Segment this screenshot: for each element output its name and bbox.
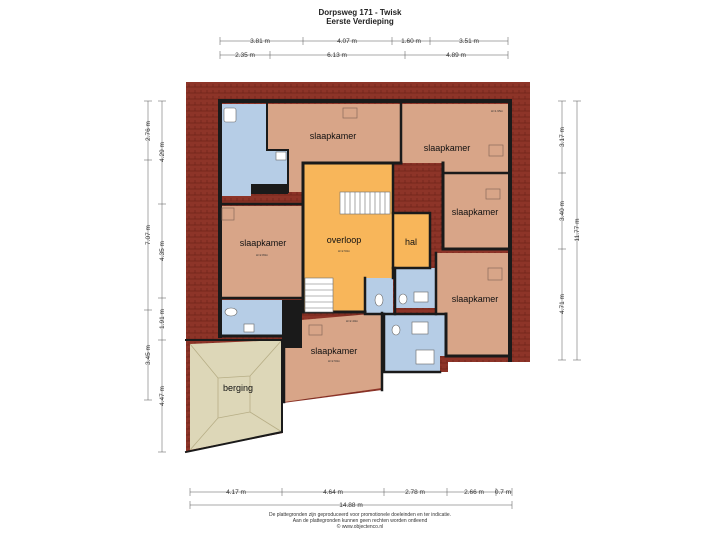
dim-left-outer-a: 2.76 m — [145, 121, 152, 141]
dim-top1-b: 4.07 m — [337, 38, 357, 45]
room-slaapkamer-left — [220, 206, 302, 298]
dim-bottom1-a: 4.17 m — [226, 489, 246, 496]
dim-left-inner-a: 4.29 m — [159, 142, 166, 162]
wall-block-left — [282, 300, 302, 348]
dim-left-inner-b: 4.35 m — [159, 241, 166, 261]
label-slaapkamer-bottom: slaapkamer — [311, 346, 358, 356]
dim-top1-a: 3.81 m — [250, 38, 270, 45]
label-slaapkamer-right-low: slaapkamer — [452, 294, 499, 304]
label-slaapkamer-right-mid: slaapkamer — [452, 207, 499, 217]
height-note-overloop: H=2.50m — [338, 249, 351, 253]
windows — [221, 107, 504, 336]
dim-left-inner-d: 4.47 m — [159, 386, 166, 406]
staircase — [304, 191, 391, 313]
label-hal: hal — [405, 237, 417, 247]
label-slaapkamer-topright: slaapkamer — [424, 143, 471, 153]
dim-top2-c: 4.89 m — [446, 52, 466, 59]
dim-right-inner-b: 3.40 m — [559, 201, 566, 221]
dim-top2-a: 2.35 m — [235, 52, 255, 59]
dimension-lines — [144, 37, 581, 509]
label-berging: berging — [223, 383, 253, 393]
plan-title: Dorpsweg 171 - Twisk — [318, 8, 402, 17]
label-overloop: overloop — [327, 235, 362, 245]
fixtures — [223, 107, 435, 365]
height-note-topright: H=1.95m — [491, 109, 504, 113]
dim-left-outer-b: 7.07 m — [145, 225, 152, 245]
label-slaapkamer-left: slaapkamer — [240, 238, 287, 248]
disclaimer-line-1: De plattegronden zijn geproduceerd voor … — [268, 512, 452, 518]
room-slaapkamer-right-low — [436, 253, 510, 355]
room-slaapkamer-top — [267, 104, 401, 192]
dim-top2-b: 6.13 m — [327, 52, 347, 59]
disclaimer-line-2: Aan de plattegronden kunnen geen rechten… — [292, 518, 428, 524]
dim-bottom2-total: 14.88 m — [339, 502, 363, 509]
dimension-labels: 3.81 m 4.07 m 1.60 m 3.51 m 2.35 m 6.13 … — [145, 38, 581, 509]
berging-roof-hip-lines — [189, 339, 283, 451]
room-slaapkamer-bottom — [284, 313, 382, 402]
height-note-bottom: H=2.50m — [328, 359, 341, 363]
wall-block-top — [251, 184, 288, 194]
room-berging — [190, 340, 282, 450]
copyright-link[interactable]: © www.objectenco.nl — [336, 524, 384, 530]
room-bathroom-topleft — [220, 104, 288, 196]
dim-left-outer-c: 3.45 m — [145, 345, 152, 365]
walls — [184, 99, 512, 454]
dim-top1-d: 3.51 m — [459, 38, 479, 45]
dim-right-outer: 11.77 m — [574, 218, 581, 241]
plan-subtitle: Eerste Verdieping — [326, 17, 394, 26]
room-slaapkamer-topright — [401, 104, 510, 173]
dim-left-inner-c: 1.91 m — [159, 309, 166, 329]
label-slaapkamer-top: slaapkamer — [310, 131, 357, 141]
room-slaapkamer-right-mid — [443, 173, 510, 249]
height-note-overloop-low: H=2.40m — [346, 319, 359, 323]
dim-right-inner-a: 3.17 m — [559, 127, 566, 147]
dim-right-inner-c: 4.71 m — [559, 294, 566, 314]
dim-bottom1-e: 0.7 m — [495, 489, 511, 496]
dim-top1-c: 1.60 m — [401, 38, 421, 45]
room-hal — [393, 213, 430, 268]
height-note-left: H=2.80m — [256, 253, 269, 257]
dim-bottom1-d: 2.66 m — [464, 489, 484, 496]
dim-bottom1-b: 4.64 m — [323, 489, 343, 496]
dim-bottom1-c: 2.78 m — [405, 489, 425, 496]
